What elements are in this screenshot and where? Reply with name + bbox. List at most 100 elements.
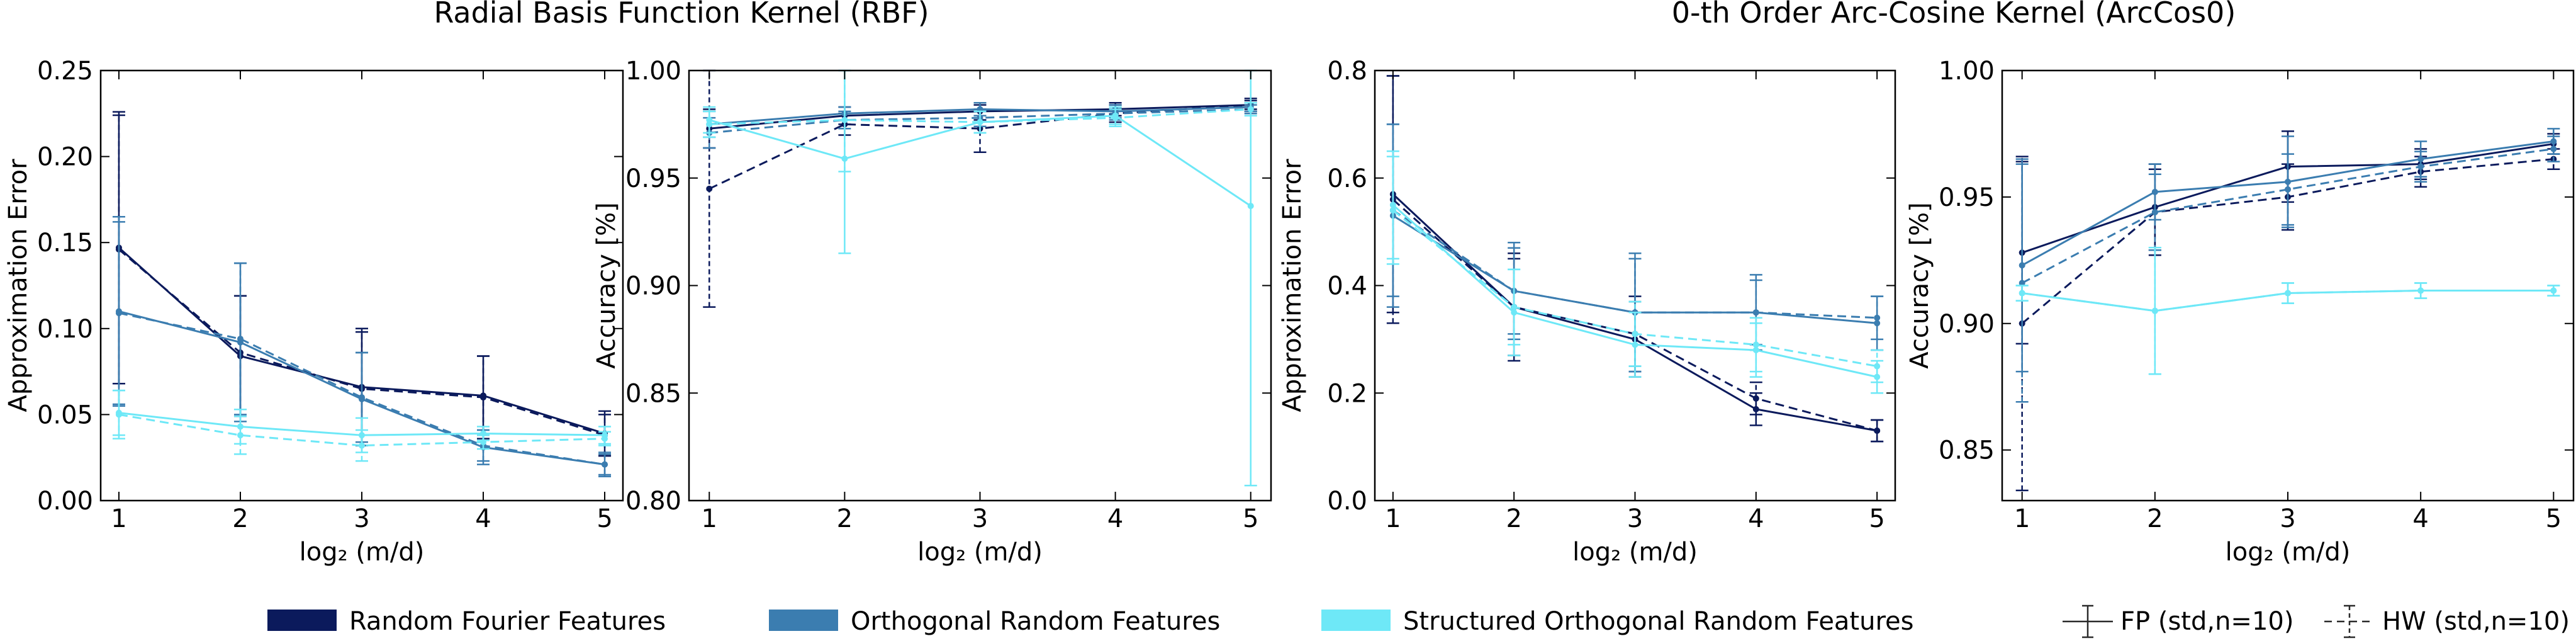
data-point — [2417, 287, 2424, 294]
data-point — [1389, 207, 1396, 213]
data-point — [1752, 346, 1759, 353]
data-point — [359, 394, 365, 401]
y-tick-label: 0.90 — [625, 272, 681, 301]
data-point — [2019, 280, 2025, 286]
x-tick-label: 2 — [1506, 504, 1521, 533]
data-point — [115, 411, 122, 418]
x-tick-label: 1 — [1385, 504, 1401, 533]
x-tick-label: 4 — [2412, 504, 2428, 533]
legend-label-fp: FP (std,n=10) — [2120, 607, 2293, 636]
data-point — [1874, 428, 1881, 434]
x-tick-label: 4 — [1107, 504, 1123, 533]
data-point — [2550, 287, 2557, 294]
y-tick-label: 0.8 — [1327, 57, 1367, 86]
y-tick-label: 0.2 — [1327, 379, 1367, 408]
data-point — [480, 439, 487, 446]
legend-label-orf: Orthogonal Random Features — [851, 607, 1220, 636]
x-tick-label: 2 — [232, 504, 248, 533]
series-4-5 — [2015, 246, 2560, 375]
data-point — [1752, 406, 1759, 412]
data-point — [1752, 309, 1759, 316]
y-tick-label: 0.90 — [1939, 310, 1995, 339]
data-point — [602, 461, 608, 468]
series-4-6 — [2015, 246, 2560, 375]
x-axis-label: log₂ (m/d) — [300, 538, 425, 567]
data-point — [706, 185, 713, 192]
data-point — [977, 118, 983, 125]
data-point — [1632, 331, 1638, 338]
data-point — [841, 116, 848, 123]
y-tick-label: 1.00 — [1939, 57, 1995, 86]
y-tick-label: 0.6 — [1327, 164, 1367, 193]
data-point — [1632, 341, 1638, 348]
y-tick-label: 0.20 — [37, 143, 93, 172]
series-3-6 — [1386, 156, 1884, 383]
legend-fp-marker — [2063, 604, 2113, 638]
y-tick-label: 0.15 — [37, 229, 93, 258]
x-tick-label: 4 — [1748, 504, 1764, 533]
data-point — [1874, 314, 1881, 321]
x-tick-label: 5 — [1869, 504, 1884, 533]
x-tick-label: 5 — [2546, 504, 2562, 533]
x-axis-label: log₂ (m/d) — [2226, 538, 2351, 567]
data-point — [115, 310, 122, 317]
y-tick-label: 1.00 — [625, 57, 681, 86]
data-point — [2285, 290, 2291, 297]
data-point — [1874, 363, 1881, 370]
legend-swatch-rff — [267, 610, 337, 631]
y-tick-label: 0.4 — [1327, 272, 1367, 301]
y-tick-label: 0.05 — [37, 400, 93, 429]
y-tick-label: 0.85 — [1939, 436, 1995, 465]
series-line — [118, 248, 605, 436]
data-point — [2550, 145, 2557, 152]
group-title-arccos0: 0-th Order Arc-Cosine Kernel (ArcCos0) — [1672, 0, 2236, 30]
x-tick-label: 1 — [111, 504, 126, 533]
data-point — [1112, 115, 1119, 122]
y-tick-label: 0.95 — [1939, 183, 1995, 212]
y-axis-label: Accuracy [%] — [592, 202, 621, 369]
data-point — [2019, 262, 2025, 269]
x-tick-label: 2 — [2147, 504, 2163, 533]
data-point — [2417, 163, 2424, 170]
data-point — [2151, 307, 2158, 314]
y-tick-label: 0.25 — [37, 57, 93, 86]
x-axis-label: log₂ (m/d) — [917, 538, 1043, 567]
y-axis-label: Approximation Error — [4, 159, 33, 412]
y-tick-label: 0.80 — [625, 487, 681, 516]
data-point — [359, 442, 365, 449]
x-tick-label: 3 — [972, 504, 988, 533]
y-tick-label: 0.95 — [625, 164, 681, 193]
data-point — [2417, 156, 2424, 162]
x-tick-label: 1 — [702, 504, 717, 533]
legend-label-rff: Random Fourier Features — [349, 607, 666, 636]
data-point — [2019, 290, 2025, 297]
legend-swatch-sorf — [1321, 610, 1391, 631]
series-line — [118, 312, 605, 466]
data-point — [237, 432, 244, 439]
legend-label-hw: HW (std,n=10) — [2382, 607, 2570, 636]
series-line — [1392, 198, 1878, 432]
data-point — [1874, 320, 1881, 327]
x-axis-label: log₂ (m/d) — [1572, 538, 1698, 567]
x-tick-label: 3 — [354, 504, 369, 533]
group-title-rbf: Radial Basis Function Kernel (RBF) — [434, 0, 929, 30]
y-tick-label: 0.00 — [37, 487, 93, 516]
x-tick-label: 4 — [475, 504, 491, 533]
data-point — [1752, 341, 1759, 348]
x-tick-label: 1 — [2014, 504, 2030, 533]
legend-hw-marker — [2324, 604, 2375, 638]
data-point — [1511, 303, 1518, 310]
data-point — [2151, 208, 2158, 215]
data-point — [2285, 186, 2291, 193]
legend: Random Fourier Features Orthogonal Rando… — [267, 604, 2570, 638]
data-point — [480, 394, 487, 401]
data-point — [1511, 309, 1518, 316]
x-tick-label: 3 — [1627, 504, 1643, 533]
y-tick-label: 0.85 — [625, 379, 681, 408]
y-tick-label: 0.10 — [37, 315, 93, 344]
